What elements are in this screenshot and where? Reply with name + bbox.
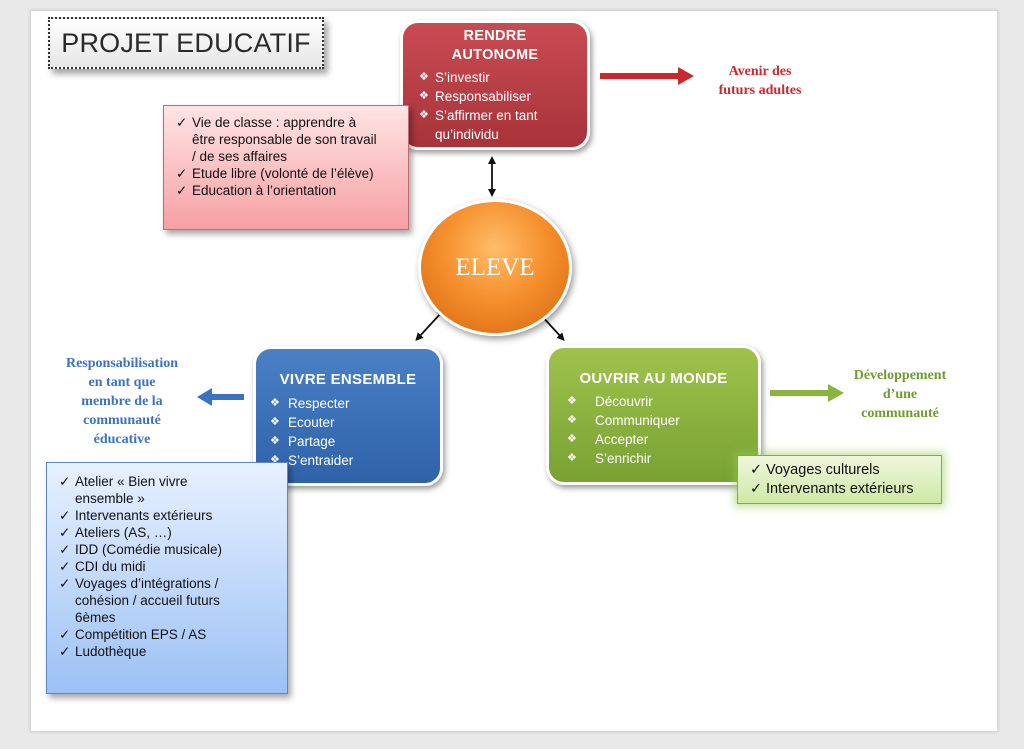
diamond-bullet-icon: ❖ — [270, 454, 280, 466]
diamond-bullet-icon: ❖ — [419, 109, 429, 121]
node-item: ❖S’investir — [419, 70, 490, 85]
diamond-bullet-icon: ❖ — [270, 435, 280, 447]
node-heading: RENDRE AUTONOME — [451, 28, 539, 63]
detail-item: ✓Compétition EPS / AS — [59, 627, 207, 642]
arrow-ouvrir-outcome — [770, 384, 844, 402]
detail-item: ✓CDI du midi — [59, 559, 146, 574]
node-heading: VIVRE ENSEMBLE — [279, 371, 417, 388]
check-icon: ✓ — [176, 166, 188, 181]
check-icon: ✓ — [59, 644, 71, 659]
node-item: ❖Accepter — [567, 432, 649, 447]
diamond-bullet-icon: ❖ — [567, 414, 577, 426]
node-item: ❖Ecouter — [270, 415, 335, 430]
node-item-list: ❖S’investir ❖Responsabiliser ❖S’affirmer… — [403, 65, 587, 144]
node-item: ❖S’entraider — [270, 453, 354, 468]
outcome-vivre: Responsabilisation en tant que membre de… — [65, 356, 179, 447]
diamond-bullet-icon: ❖ — [567, 395, 577, 407]
node-item: ❖Communiquer — [567, 413, 680, 428]
detail-item: ✓Education à l’orientation — [176, 183, 337, 198]
check-icon: ✓ — [176, 115, 188, 130]
diamond-bullet-icon: ❖ — [419, 71, 429, 83]
node-item: ❖Responsabiliser — [419, 89, 532, 104]
node-item: ❖Partage — [270, 434, 336, 449]
node-item-list: ❖Découvrir ❖Communiquer ❖Accepter ❖S’enr… — [549, 387, 758, 468]
node-item: ❖S’enrichir — [567, 451, 652, 466]
detail-item: ✓Etude libre (volonté de l’élève) — [176, 166, 374, 181]
node-item: ❖Découvrir — [567, 394, 653, 409]
check-icon: ✓ — [59, 559, 71, 574]
check-icon: ✓ — [59, 525, 71, 540]
diamond-bullet-icon: ❖ — [567, 452, 577, 464]
detail-item: ✓IDD (Comédie musicale) — [59, 542, 223, 557]
detail-list: ✓Voyages culturels ✓Intervenants extérie… — [744, 461, 935, 499]
detail-item: ✓Voyages d’intégrations /cohésion / accu… — [59, 576, 220, 625]
node-item-list: ❖Respecter ❖Ecouter ❖Partage ❖S’entraide… — [256, 388, 440, 470]
arrow-vivre-outcome — [197, 388, 244, 406]
detail-item: ✓Ateliers (AS, …) — [59, 525, 172, 540]
outcome-ouvrir: Développement d’une communauté — [853, 368, 947, 421]
diamond-bullet-icon: ❖ — [270, 416, 280, 428]
check-icon: ✓ — [59, 542, 71, 557]
node-item: ❖Respecter — [270, 396, 350, 411]
node-ouvrir-au-monde: OUVRIR AU MONDE ❖Découvrir ❖Communiquer … — [546, 345, 761, 485]
center-node-eleve: ELEVE — [418, 199, 572, 336]
node-rendre-autonome: RENDRE AUTONOME ❖S’investir ❖Responsabil… — [400, 20, 590, 150]
detail-box-ouvrir: ✓Voyages culturels ✓Intervenants extérie… — [737, 455, 942, 504]
check-icon: ✓ — [59, 576, 71, 591]
check-icon: ✓ — [59, 474, 71, 489]
detail-item: ✓Intervenants extérieurs — [59, 508, 213, 523]
diamond-bullet-icon: ❖ — [419, 90, 429, 102]
diamond-bullet-icon: ❖ — [567, 433, 577, 445]
diamond-bullet-icon: ❖ — [270, 397, 280, 409]
check-icon: ✓ — [59, 508, 71, 523]
page-title: PROJET EDUCATIF — [48, 17, 324, 69]
check-icon: ✓ — [59, 627, 71, 642]
check-icon: ✓ — [176, 183, 188, 198]
arrow-rendre-outcome — [600, 67, 694, 85]
check-icon: ✓ — [750, 481, 763, 497]
detail-item: ✓Voyages culturels — [750, 462, 880, 478]
detail-item: ✓Ludothèque — [59, 644, 147, 659]
node-heading: OUVRIR AU MONDE — [579, 370, 728, 387]
detail-item: ✓Intervenants extérieurs — [750, 481, 914, 497]
check-icon: ✓ — [750, 462, 763, 478]
connector-center-vivre — [415, 309, 445, 341]
outcome-rendre: Avenir des futurs adultes — [718, 64, 802, 98]
